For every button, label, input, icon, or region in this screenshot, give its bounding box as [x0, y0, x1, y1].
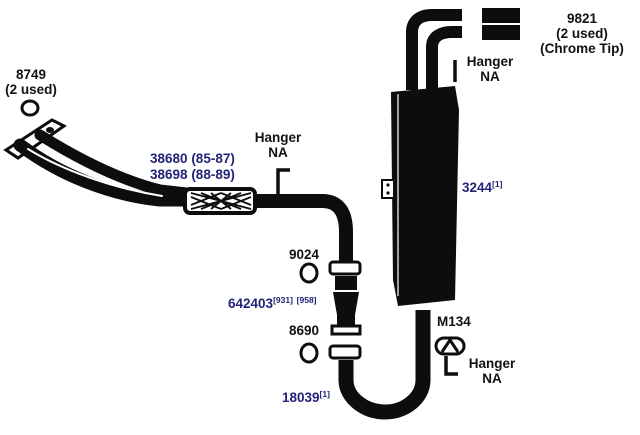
label-m134: M134	[437, 314, 471, 329]
label-hanger-bottom: Hanger NA	[462, 356, 522, 386]
label-hanger-top-line1: Hanger	[466, 54, 514, 69]
u-pipe-18039	[338, 310, 431, 420]
front-y-pipe	[13, 129, 202, 207]
gasket-8690	[299, 342, 319, 364]
label-hanger-mid: Hanger NA	[248, 130, 308, 160]
label-38680-number: 38680	[150, 151, 188, 166]
label-hanger-top-line2: NA	[480, 69, 500, 84]
label-38698-number: 38698	[150, 167, 188, 182]
tail-pipes	[406, 9, 462, 90]
lower-flange-ring	[328, 344, 362, 360]
label-642403: 642403[931] [958]	[228, 296, 317, 311]
label-9024: 9024	[289, 247, 320, 262]
hanger-bracket-mid	[276, 168, 290, 195]
label-8749-number: 8749	[15, 67, 47, 82]
flex-pipe	[183, 187, 257, 215]
label-642403-ref1: [931]	[273, 295, 293, 305]
label-3244-ref: [1]	[492, 179, 503, 189]
label-hanger-top: Hanger NA	[460, 54, 520, 84]
label-38698-years: (88-89)	[191, 167, 235, 182]
label-38680-years: (85-87)	[191, 151, 235, 166]
label-9821: 9821 (2 used) (Chrome Tip)	[532, 11, 632, 56]
label-642403-ref2: [958]	[296, 295, 317, 305]
clamp-8749-ring	[20, 99, 40, 117]
label-18039: 18039[1]	[282, 390, 330, 405]
intermediate-pipe	[255, 194, 353, 262]
label-3244-number: 3244	[462, 180, 493, 195]
label-38698: 38698 (88-89)	[150, 167, 235, 182]
chrome-tips-9821	[482, 8, 520, 40]
resonator-pipe-642403	[330, 276, 362, 336]
muffler-3244	[381, 86, 459, 306]
label-hanger-mid-line1: Hanger	[254, 130, 302, 145]
upper-flange-ring	[328, 260, 362, 276]
label-hanger-mid-line2: NA	[268, 145, 288, 160]
label-8749: 8749 (2 used)	[2, 67, 60, 97]
label-642403-number: 642403	[228, 296, 274, 311]
label-hanger-bottom-line1: Hanger	[468, 356, 516, 371]
hanger-m134	[434, 336, 466, 376]
label-9821-note: (Chrome Tip)	[540, 41, 624, 56]
label-9821-qty: (2 used)	[556, 26, 608, 41]
label-38680: 38680 (85-87)	[150, 151, 235, 166]
label-3244: 3244[1]	[462, 180, 502, 195]
label-8749-qty: (2 used)	[5, 82, 57, 97]
label-hanger-bottom-line2: NA	[482, 371, 502, 386]
gasket-9024	[299, 262, 319, 284]
label-8690: 8690	[289, 323, 320, 338]
label-9821-number: 9821	[566, 11, 598, 26]
label-18039-ref: [1]	[319, 389, 330, 399]
label-18039-number: 18039	[282, 390, 320, 405]
